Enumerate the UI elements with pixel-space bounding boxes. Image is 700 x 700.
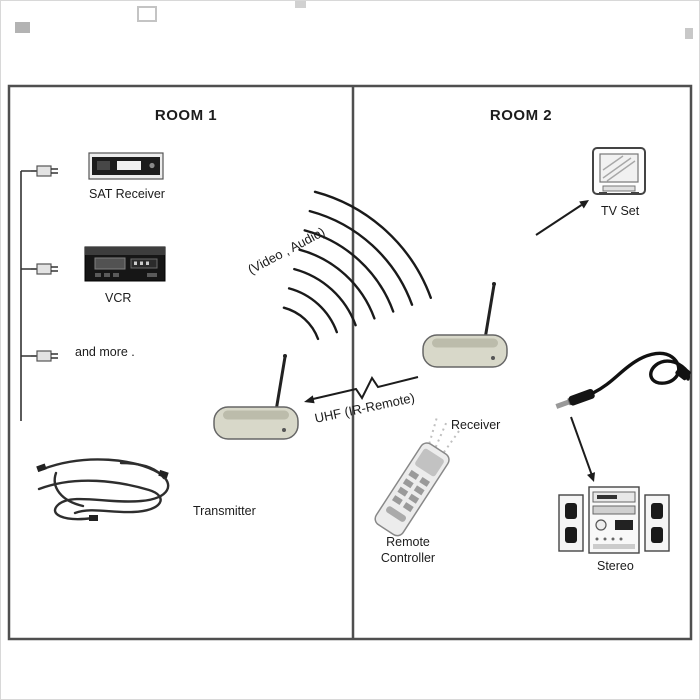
scan-artifacts: [15, 1, 693, 39]
ir-extender-cable-icon: [555, 351, 691, 409]
vcr-icon: [84, 246, 166, 282]
radio-waves-icon: [282, 190, 432, 341]
tv-arrow-icon: [535, 200, 589, 236]
vcr-label: VCR: [105, 291, 132, 305]
receiver-label: Receiver: [451, 418, 501, 432]
sat-receiver-icon: [88, 152, 164, 180]
stereo-label: Stereo: [597, 559, 634, 573]
source-cable-bus: [20, 170, 31, 421]
tv-icon: [592, 147, 646, 195]
room1-title: ROOM 1: [154, 107, 218, 124]
remote-label: Remote Controller: [380, 535, 436, 565]
stereo-icon: [558, 486, 670, 554]
tv-label: TV Set: [601, 204, 640, 218]
room2-title: ROOM 2: [489, 107, 553, 124]
uhf-arrow-icon: [304, 376, 419, 404]
more-sources-label: and more .: [75, 345, 135, 359]
cable-bundle-icon: [36, 458, 170, 521]
sat-receiver-label: SAT Receiver: [89, 187, 165, 201]
remote-control-icon: [374, 442, 450, 537]
stereo-arrow-icon: [570, 416, 595, 482]
transmitter-label: Transmitter: [193, 504, 256, 518]
